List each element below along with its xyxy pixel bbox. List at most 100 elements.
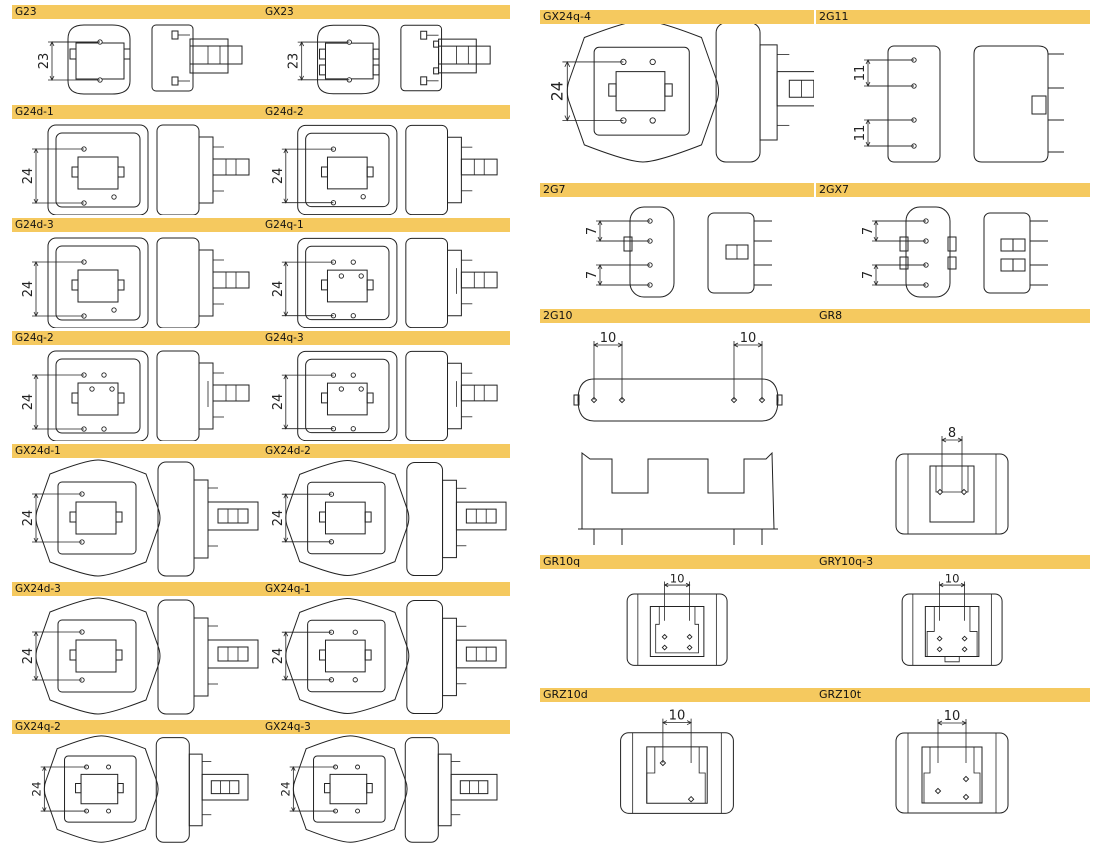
socket-drawing: 24	[547, 24, 814, 162]
dimension-label: 24	[21, 394, 36, 411]
socket-name-header: GRZ10t	[816, 688, 1090, 702]
key-tab	[322, 393, 328, 403]
dimension-label: 7	[585, 271, 600, 279]
lamp-base-inner	[58, 620, 136, 692]
key-tab	[367, 280, 373, 290]
socket-diagram: 24	[271, 458, 510, 579]
center-block	[325, 640, 365, 672]
socket-drawing: 24	[271, 125, 497, 214]
lamp-base-side	[407, 600, 443, 713]
pin	[102, 427, 106, 431]
pin-housing-inner	[789, 80, 814, 97]
pin-recess	[647, 747, 655, 803]
dimension-label: 24	[21, 510, 36, 527]
pin	[687, 634, 692, 639]
pin-housing	[461, 159, 497, 175]
pin-stub	[172, 31, 178, 39]
pin	[937, 647, 942, 652]
socket-drawing: 23	[37, 25, 242, 94]
key-tab	[320, 49, 326, 59]
pin	[356, 765, 360, 769]
socket-name-header: GRZ10d	[540, 688, 816, 702]
socket-drawing: 24	[30, 736, 248, 842]
pin	[356, 809, 360, 813]
key-tab	[118, 393, 124, 403]
socket-diagram: 24	[271, 345, 510, 441]
lamp-base-outer	[298, 351, 397, 440]
lamp-base-side	[158, 462, 194, 576]
key-tab	[367, 393, 373, 403]
socket-diagram: 24	[21, 119, 262, 215]
socket-drawing: 24	[21, 125, 249, 215]
lamp-base-outline	[44, 736, 158, 842]
pin	[351, 260, 355, 264]
lamp-base-side	[984, 213, 1030, 293]
pin	[688, 797, 693, 802]
base-flange	[199, 250, 213, 316]
socket-name-header: 2G10	[540, 309, 816, 323]
socket-drawing: 23	[287, 25, 490, 93]
key-tab	[624, 237, 632, 251]
dimension-label: 11	[853, 125, 868, 142]
pin-housing	[439, 46, 491, 64]
socket-name-header: G24d-3	[12, 218, 262, 232]
key-tab	[322, 167, 328, 177]
lamp-base-side	[974, 46, 1048, 162]
socket-name-header: GX24q-3	[262, 720, 510, 734]
pin	[351, 314, 355, 318]
lamp-base-side	[157, 125, 199, 215]
lamp-base-outline	[902, 594, 1002, 665]
socket-name-header: GRY10q-3	[816, 555, 1090, 569]
pin	[937, 636, 942, 641]
gx24-drawing: 24	[21, 460, 258, 576]
base-flange	[194, 480, 208, 558]
socket-name-header: GX24d-2	[262, 444, 510, 458]
center-block	[616, 72, 665, 111]
pin-housing	[461, 272, 497, 288]
pin-housing-inner	[466, 647, 496, 661]
socket-drawing: 24	[21, 598, 258, 714]
lamp-base-outer	[48, 238, 148, 328]
pin-stub	[172, 77, 178, 85]
pin	[107, 809, 111, 813]
lamp-base-outline	[36, 598, 160, 714]
socket-name-header: GX23	[262, 5, 510, 19]
key-tab	[72, 393, 78, 403]
socket-name-header: GR8	[816, 309, 1090, 323]
pin	[353, 630, 357, 634]
lamp-base-outline	[896, 733, 1008, 813]
socket-diagram: 24	[21, 596, 262, 717]
socket-drawing: 8	[896, 426, 1008, 534]
key-tab	[665, 84, 672, 96]
socket-diagram: 23	[37, 19, 262, 100]
pin	[339, 274, 343, 278]
pin-recess	[974, 747, 980, 803]
lamp-base-inner	[306, 359, 389, 432]
notch	[945, 656, 959, 661]
base-flange	[448, 250, 462, 315]
pin-recess	[927, 606, 934, 656]
key-tab	[72, 167, 78, 177]
lamp-base-outline	[906, 207, 950, 297]
pin	[107, 765, 111, 769]
lamp-base-outline	[567, 24, 718, 162]
key-tab	[118, 280, 124, 290]
lamp-base-outline	[888, 46, 940, 162]
socket-diagram: 24	[21, 232, 262, 328]
socket-diagram: 77	[585, 197, 814, 307]
dimension-label: 7	[861, 271, 876, 279]
pin-housing-inner	[211, 781, 239, 794]
socket-name-header: GX24q-2	[12, 720, 262, 734]
key-tab	[320, 65, 326, 75]
lamp-base-inner	[56, 133, 140, 207]
key-tab	[367, 784, 373, 793]
